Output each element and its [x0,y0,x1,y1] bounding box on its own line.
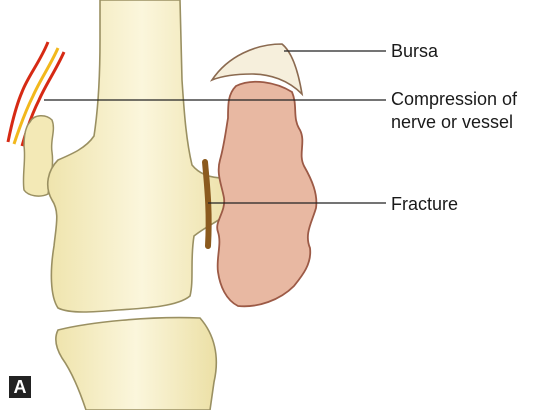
fracture-line [205,162,209,246]
label-fracture: Fracture [391,193,458,215]
label-bursa: Bursa [391,40,438,62]
lower-bone [56,318,216,410]
label-compression-line-2: nerve or vessel [391,111,513,133]
panel-letter-badge: A [9,376,31,398]
long-bone-shaft [48,0,236,312]
label-compression-line-1: Compression of [391,88,517,110]
callus-mass [217,82,316,307]
